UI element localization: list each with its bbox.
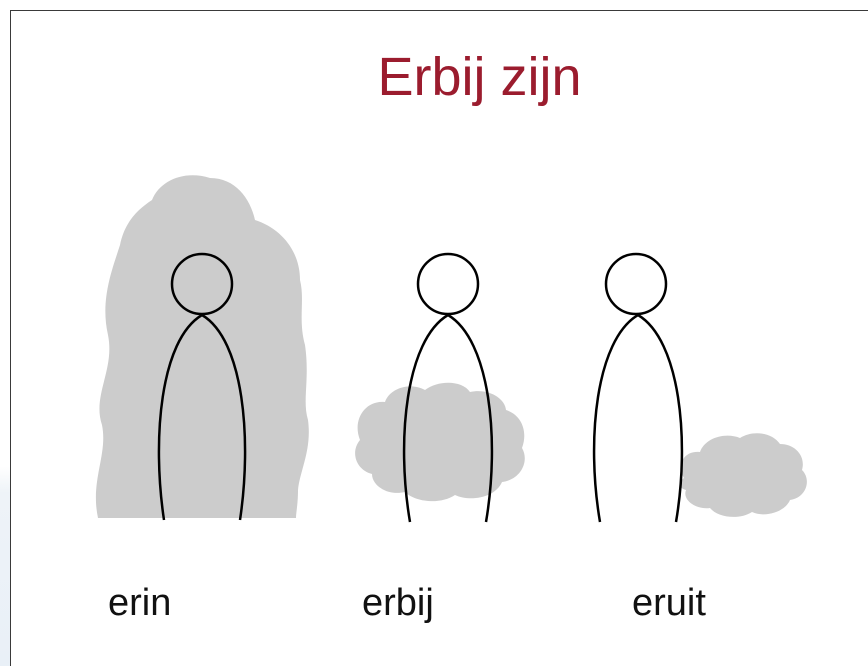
figure-erbij — [355, 252, 525, 523]
slide-title: Erbij zijn — [377, 47, 582, 107]
label-eruit: eruit — [632, 582, 706, 624]
label-erin: erin — [108, 582, 172, 624]
page-edge — [0, 0, 10, 666]
cloud-outside-figure — [679, 433, 807, 517]
figure-eruit — [592, 252, 807, 523]
cloud-at-figure — [355, 382, 525, 502]
figure-body — [157, 313, 247, 521]
figure-head — [604, 252, 668, 316]
figure-body — [402, 313, 494, 523]
figure-erin — [95, 175, 309, 521]
figure-body — [592, 313, 684, 523]
figure-head — [416, 252, 480, 316]
label-erbij: erbij — [362, 582, 434, 624]
cloud-around-figure — [95, 175, 309, 518]
